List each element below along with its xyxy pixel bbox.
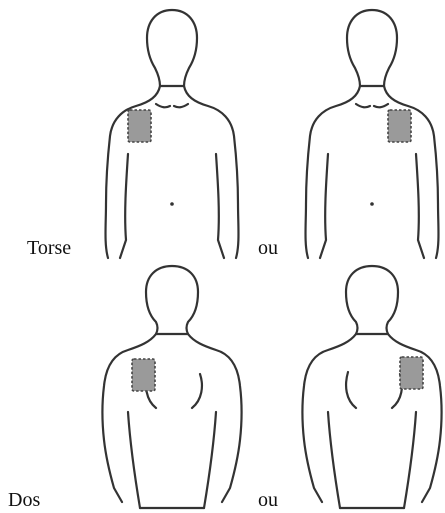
patch — [132, 359, 155, 391]
body-outline — [106, 10, 239, 258]
patch — [388, 110, 411, 142]
torso-front-left-patch-illustration — [100, 4, 245, 262]
label-torse: Torse — [27, 238, 71, 258]
body-outline — [103, 266, 242, 508]
label-ou-back: ou — [258, 490, 278, 510]
label-ou-front: ou — [258, 238, 278, 258]
body-outline — [306, 10, 439, 258]
back-left-patch-illustration — [100, 262, 245, 513]
torso-front-right-patch-illustration — [300, 4, 445, 262]
patch — [400, 357, 423, 389]
patch — [128, 110, 151, 142]
label-dos: Dos — [8, 490, 40, 510]
back-right-patch-illustration — [300, 262, 445, 513]
